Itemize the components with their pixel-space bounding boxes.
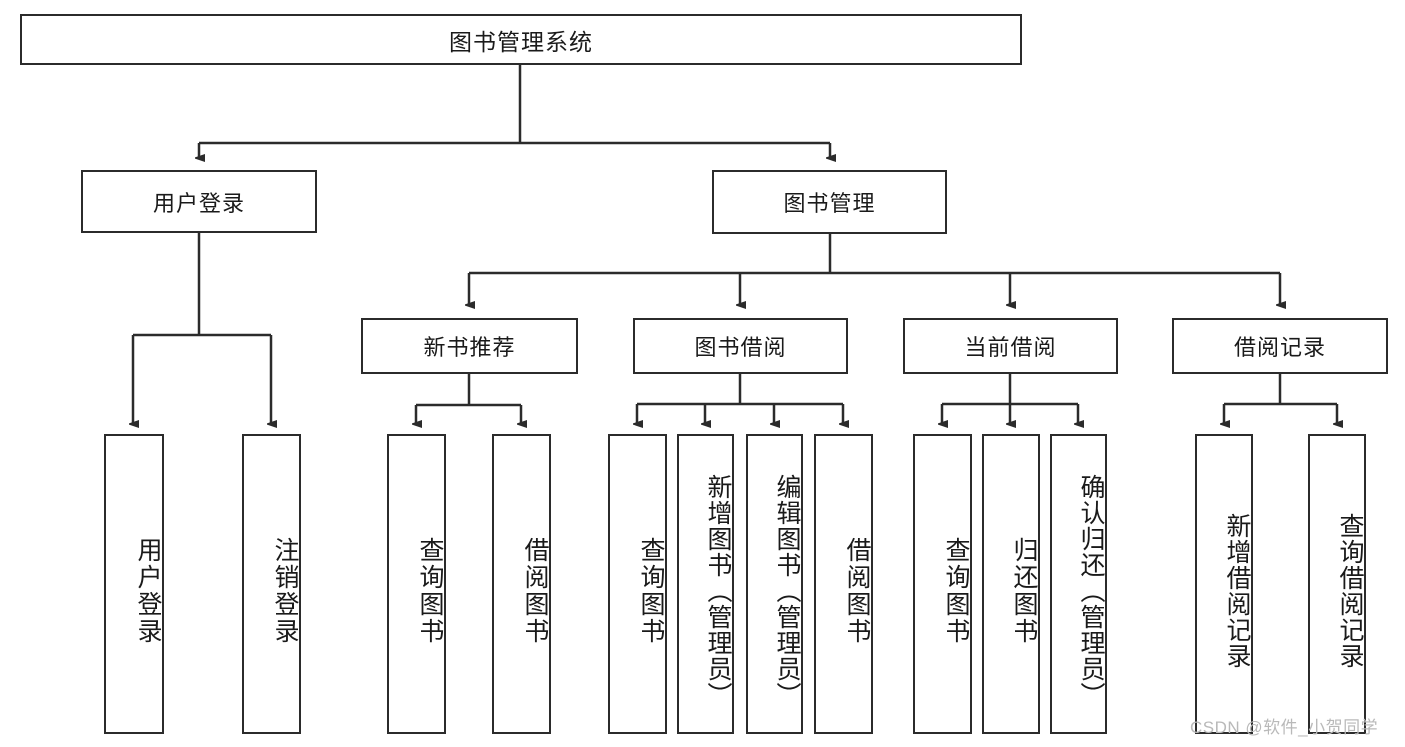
- leaf-query-book-borrow-label: 查询图书: [637, 537, 665, 645]
- leaf-query-book-new-label: 查询图书: [416, 537, 444, 645]
- leaf-borrow-book-new-label: 借阅图书: [521, 537, 549, 645]
- leaf-user-login[interactable]: 用户登录: [104, 434, 164, 734]
- node-borrow-record[interactable]: 借阅记录: [1172, 318, 1388, 374]
- leaf-query-borrow-record[interactable]: 查询借阅记录: [1308, 434, 1366, 734]
- leaf-confirm-return-admin-label: 确认归还（管理员）: [1077, 474, 1105, 708]
- leaf-logout-label: 注销登录: [271, 537, 299, 645]
- leaf-query-borrow-record-label: 查询借阅记录: [1336, 513, 1364, 669]
- node-new-book-recommend-label: 新书推荐: [423, 335, 516, 360]
- leaf-add-borrow-record[interactable]: 新增借阅记录: [1195, 434, 1253, 734]
- leaf-edit-book-admin[interactable]: 编辑图书（管理员）: [746, 434, 803, 734]
- leaf-user-login-label: 用户登录: [134, 537, 162, 645]
- leaf-return-book[interactable]: 归还图书: [982, 434, 1040, 734]
- leaf-query-book-borrow[interactable]: 查询图书: [608, 434, 667, 734]
- leaf-add-borrow-record-label: 新增借阅记录: [1223, 513, 1251, 669]
- leaf-logout[interactable]: 注销登录: [242, 434, 301, 734]
- node-root-system[interactable]: 图书管理系统: [20, 14, 1022, 65]
- node-current-borrow-label: 当前借阅: [964, 335, 1057, 360]
- node-borrow-record-label: 借阅记录: [1233, 335, 1326, 360]
- leaf-add-book-admin-label: 新增图书（管理员）: [704, 474, 732, 708]
- node-user-login-label: 用户登录: [152, 190, 245, 216]
- leaf-query-book-current-label: 查询图书: [942, 537, 970, 645]
- node-new-book-recommend[interactable]: 新书推荐: [361, 318, 578, 374]
- leaf-query-book-current[interactable]: 查询图书: [913, 434, 972, 734]
- leaf-add-book-admin[interactable]: 新增图书（管理员）: [677, 434, 734, 734]
- node-book-management-label: 图书管理: [783, 191, 876, 216]
- node-book-borrow[interactable]: 图书借阅: [633, 318, 848, 374]
- watermark-text: CSDN @软件_小贺同学: [1190, 718, 1379, 737]
- node-current-borrow[interactable]: 当前借阅: [903, 318, 1118, 374]
- leaf-borrow-book[interactable]: 借阅图书: [814, 434, 873, 734]
- leaf-confirm-return-admin[interactable]: 确认归还（管理员）: [1050, 434, 1107, 734]
- leaf-borrow-book-new[interactable]: 借阅图书: [492, 434, 551, 734]
- leaf-query-book-new[interactable]: 查询图书: [387, 434, 446, 734]
- node-book-borrow-label: 图书借阅: [694, 335, 787, 360]
- node-root-label: 图书管理系统: [449, 28, 593, 55]
- node-book-management[interactable]: 图书管理: [712, 170, 947, 234]
- leaf-edit-book-admin-label: 编辑图书（管理员）: [773, 474, 801, 708]
- leaf-borrow-book-label: 借阅图书: [843, 537, 871, 645]
- leaf-return-book-label: 归还图书: [1010, 537, 1038, 645]
- node-user-login[interactable]: 用户登录: [81, 170, 317, 233]
